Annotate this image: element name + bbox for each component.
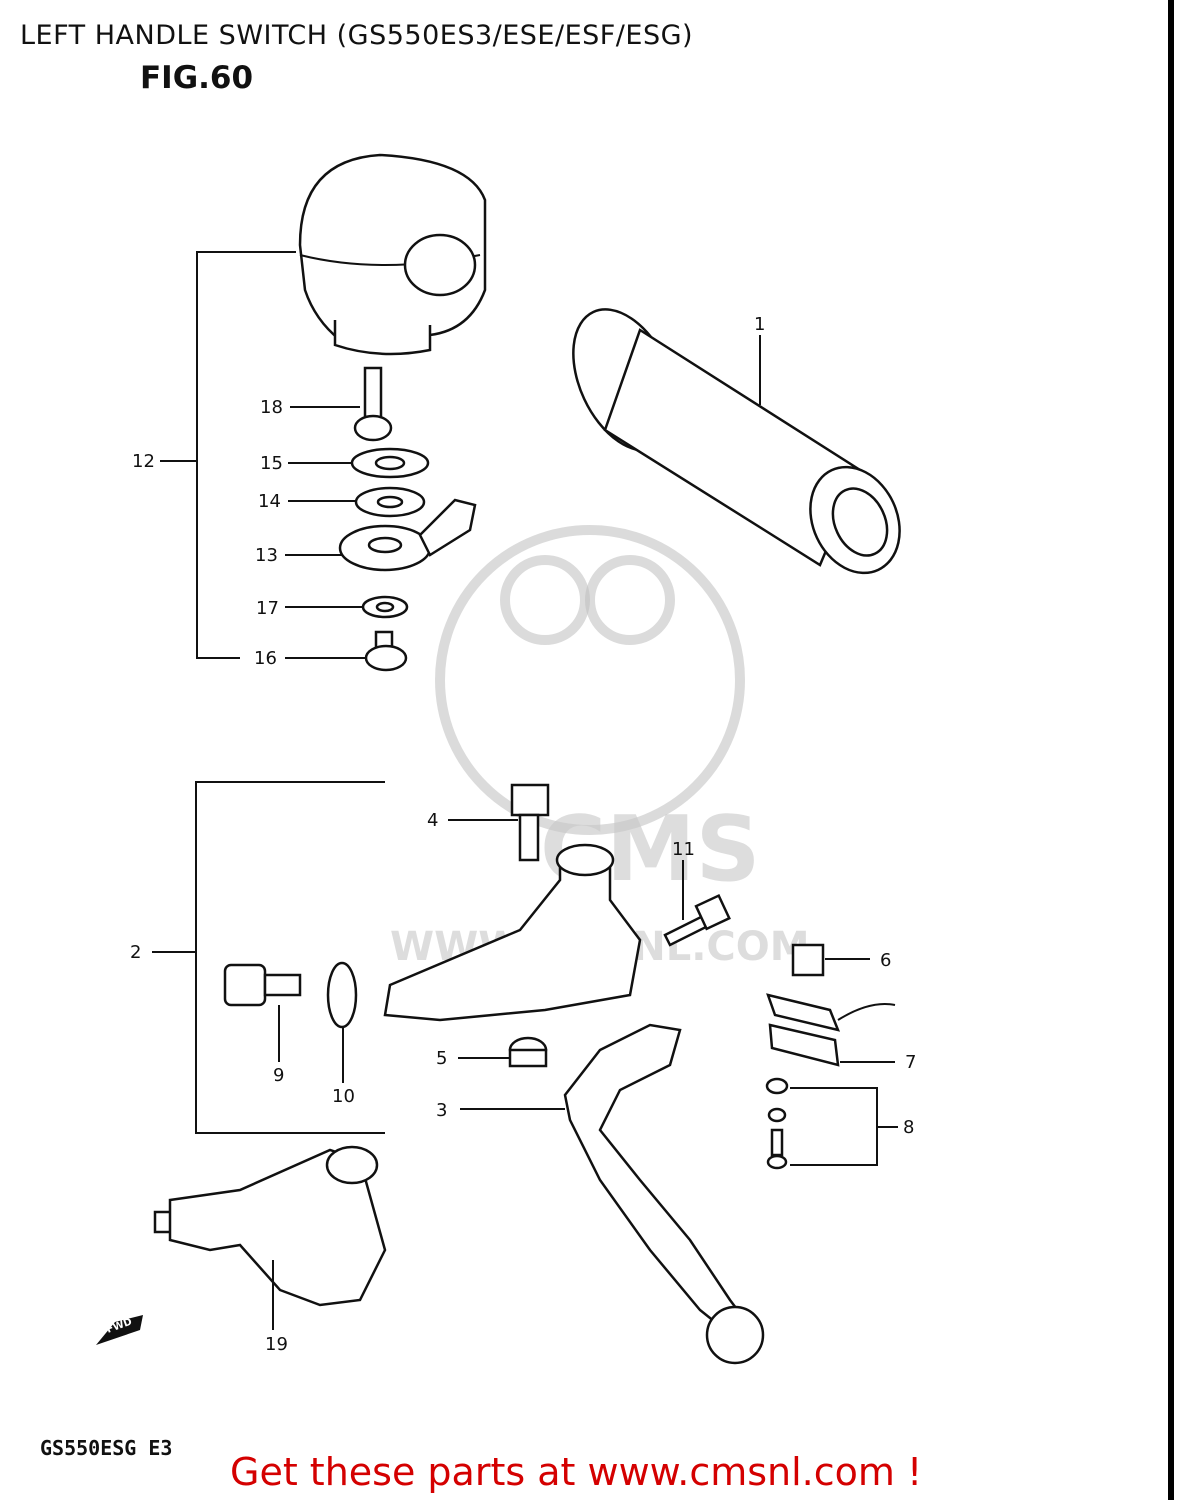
label-18: 18 <box>260 397 283 418</box>
right-border-bar <box>1168 0 1174 1500</box>
label-6: 6 <box>880 950 891 971</box>
bracket-12 <box>196 251 296 659</box>
label-17: 17 <box>256 598 279 619</box>
part-4-bolt[interactable] <box>510 783 550 862</box>
figure-number: FIG.60 <box>140 60 254 96</box>
lever-holder[interactable] <box>383 843 642 1022</box>
part-14-lock-washer[interactable] <box>354 486 426 518</box>
label-1: 1 <box>754 314 765 335</box>
label-15: 15 <box>260 453 283 474</box>
part-6-switch[interactable] <box>791 943 825 977</box>
part-3-clutch-lever[interactable] <box>563 1023 765 1365</box>
label-14: 14 <box>258 491 281 512</box>
part-1-handle-grip[interactable] <box>553 293 917 588</box>
label-8: 8 <box>903 1117 914 1138</box>
label-12: 12 <box>132 451 155 472</box>
label-10: 10 <box>332 1086 355 1107</box>
part-17-washer[interactable] <box>361 595 409 619</box>
diagram-title: LEFT HANDLE SWITCH (GS550ES3/ESE/ESF/ESG… <box>20 20 694 51</box>
label-7: 7 <box>905 1052 916 1073</box>
label-3: 3 <box>436 1100 447 1121</box>
label-19: 19 <box>265 1334 288 1355</box>
part-13-choke-lever[interactable] <box>338 498 477 572</box>
label-4: 4 <box>427 810 438 831</box>
callout-labels: 1 2 3 4 5 6 7 8 9 10 11 12 13 14 15 16 1… <box>130 314 916 1355</box>
bracket-2 <box>195 781 385 1134</box>
watermark-goggle-right <box>585 555 675 645</box>
part-16-screw[interactable] <box>364 630 408 672</box>
part-7-plate[interactable] <box>766 993 896 1067</box>
watermark-mascot-head <box>435 525 745 835</box>
label-9: 9 <box>273 1065 284 1086</box>
label-13: 13 <box>255 545 278 566</box>
label-2: 2 <box>130 942 141 963</box>
part-5-nut[interactable] <box>508 1036 548 1068</box>
part-18-screw[interactable] <box>353 366 393 442</box>
model-code: GS550ESG E3 <box>40 1436 173 1460</box>
fwd-arrow-icon: FWD <box>96 1315 143 1345</box>
label-16: 16 <box>254 648 277 669</box>
part-8-screw-set[interactable] <box>765 1077 789 1170</box>
part-12-switch-housing[interactable] <box>298 153 487 356</box>
label-11: 11 <box>672 839 695 860</box>
part-19-clutch-switch[interactable] <box>153 1145 387 1307</box>
part-9-adjuster[interactable] <box>223 963 302 1007</box>
label-5: 5 <box>436 1048 447 1069</box>
part-15-washer[interactable] <box>350 447 430 479</box>
part-10-locknut[interactable] <box>326 961 358 1029</box>
cta-link[interactable]: Get these parts at www.cmsnl.com ! <box>230 1450 923 1494</box>
watermark-goggle-left <box>500 555 590 645</box>
part-11-bolt[interactable] <box>663 893 731 947</box>
